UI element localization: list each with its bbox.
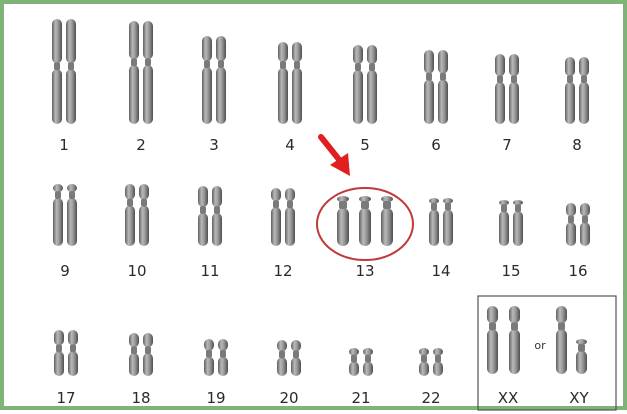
chromosome-16-copy-2 <box>580 203 590 246</box>
chromosome-14-copy-1 <box>429 198 439 246</box>
chromosome-label-17: 17 <box>56 389 75 407</box>
chromosome-x-female-2 <box>509 306 520 374</box>
chromosome-8-copy-1 <box>565 57 575 124</box>
chromosome-y-male <box>576 339 587 374</box>
trisomy-arrow-icon <box>318 134 350 176</box>
chromosome-18-copy-2 <box>143 333 153 376</box>
chromosome-label-1: 1 <box>59 136 69 154</box>
chromosomes-layer <box>52 19 590 376</box>
xx-label: XX <box>498 389 519 407</box>
chromosome-label-12: 12 <box>273 262 292 280</box>
chromosome-4-copy-1 <box>278 42 288 124</box>
chromosome-21-copy-1 <box>349 348 359 376</box>
chromosome-19-copy-2 <box>218 339 228 376</box>
chromosome-22-copy-2 <box>433 348 443 376</box>
chromosome-7-copy-2 <box>509 54 519 124</box>
chromosome-label-13: 13 <box>355 262 374 280</box>
chromosome-label-19: 19 <box>206 389 225 407</box>
chromosome-1-copy-1 <box>52 19 62 124</box>
chromosome-label-11: 11 <box>200 262 219 280</box>
chromosome-2-copy-1 <box>129 21 139 124</box>
xy-label: XY <box>569 389 589 407</box>
chromosome-10-copy-1 <box>125 184 135 246</box>
chromosome-22-copy-1 <box>419 348 429 376</box>
chromosome-12-copy-2 <box>285 188 295 246</box>
chromosome-label-18: 18 <box>131 389 150 407</box>
chromosome-15-copy-2 <box>513 200 523 246</box>
chromosome-3-copy-1 <box>202 36 212 124</box>
chromosome-19-copy-1 <box>204 339 214 376</box>
chromosome-2-copy-2 <box>143 21 153 124</box>
chromosome-17-copy-2 <box>68 330 78 376</box>
chromosome-9-copy-1 <box>53 184 63 246</box>
chromosome-5-copy-2 <box>367 45 377 124</box>
chromosome-5-copy-1 <box>353 45 363 124</box>
chromosome-17-copy-1 <box>54 330 64 376</box>
chromosome-label-3: 3 <box>209 136 219 154</box>
chromosome-label-14: 14 <box>431 262 450 280</box>
chromosome-x-female-1 <box>487 306 498 374</box>
chromosome-11-copy-2 <box>212 186 222 246</box>
chromosome-14-copy-2 <box>443 198 453 246</box>
chromosome-16-copy-1 <box>566 203 576 246</box>
chromosome-21-copy-2 <box>363 348 373 376</box>
chromosome-18-copy-1 <box>129 333 139 376</box>
chromosome-1-copy-2 <box>66 19 76 124</box>
chromosome-9-copy-2 <box>67 184 77 246</box>
chromosome-label-15: 15 <box>501 262 520 280</box>
chromosome-7-copy-1 <box>495 54 505 124</box>
chromosome-13-copy-2 <box>359 196 371 246</box>
chromosome-label-22: 22 <box>421 389 440 407</box>
chromosome-label-16: 16 <box>568 262 587 280</box>
trisomy-highlight-ring <box>316 187 414 261</box>
chromosome-4-copy-2 <box>292 42 302 124</box>
chromosome-label-2: 2 <box>136 136 146 154</box>
chromosome-20-copy-2 <box>291 340 301 376</box>
chromosome-20-copy-1 <box>277 340 287 376</box>
chromosome-11-copy-1 <box>198 186 208 246</box>
chromosome-13-copy-3 <box>381 196 393 246</box>
or-label: or <box>534 339 546 352</box>
chromosome-13-copy-1 <box>337 196 349 246</box>
chromosome-3-copy-2 <box>216 36 226 124</box>
chromosome-label-5: 5 <box>360 136 370 154</box>
chromosome-label-4: 4 <box>285 136 295 154</box>
chromosome-label-9: 9 <box>60 262 70 280</box>
chromosome-label-6: 6 <box>431 136 441 154</box>
chromosome-label-20: 20 <box>279 389 298 407</box>
chromosome-8-copy-2 <box>579 57 589 124</box>
chromosome-10-copy-2 <box>139 184 149 246</box>
chromosome-6-copy-1 <box>424 50 434 124</box>
annotation-layer <box>316 134 617 411</box>
chromosome-6-copy-2 <box>438 50 448 124</box>
chromosome-15-copy-1 <box>499 200 509 246</box>
chromosome-label-21: 21 <box>351 389 370 407</box>
chromosome-label-10: 10 <box>127 262 146 280</box>
chromosome-label-8: 8 <box>572 136 582 154</box>
chromosome-label-7: 7 <box>502 136 512 154</box>
chromosome-x-male <box>556 306 567 374</box>
chromosome-12-copy-1 <box>271 188 281 246</box>
